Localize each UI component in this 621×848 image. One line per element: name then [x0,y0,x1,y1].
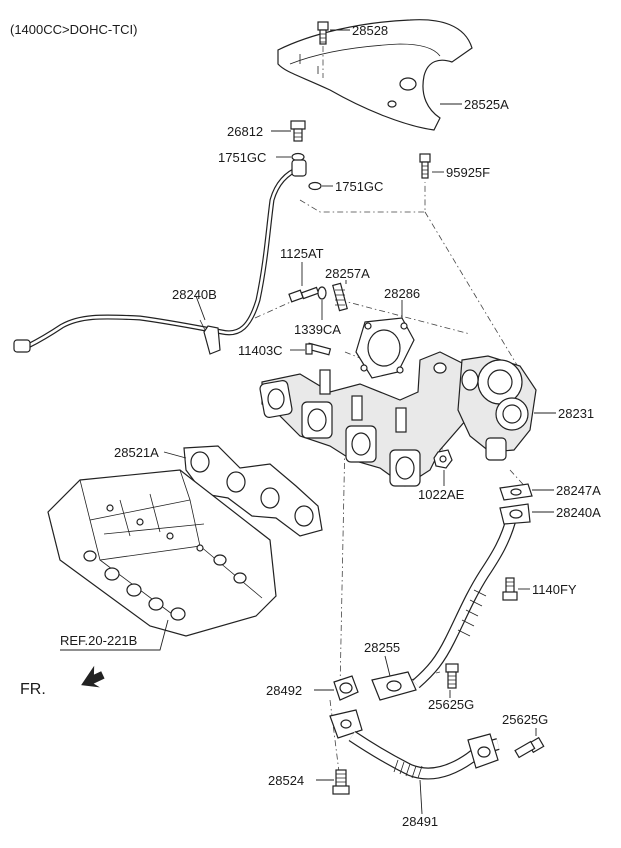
label-25625G-upper: 25625G [428,697,474,712]
oil-feed-pipe [13,159,307,355]
bolt-95925F [419,153,431,179]
label-25625G-lower: 25625G [502,712,548,727]
gasket-28247A [499,483,533,501]
label-1022AE: 1022AE [418,487,465,502]
label-26812: 26812 [227,124,263,139]
label-28257A: 28257A [325,266,370,281]
label-28255: 28255 [364,640,400,655]
stud-11403C [305,342,332,356]
label-28491: 28491 [402,814,438,829]
gasket-28286 [355,317,415,379]
gasket-28255 [371,671,417,701]
label-1751GC-upper: 1751GC [218,150,266,165]
gasket-28521A [183,445,323,537]
label-28247A: 28247A [556,483,601,498]
washer-1751GC-lower [308,181,322,191]
label-28528: 28528 [352,23,388,38]
label-1751GC-lower: 1751GC [335,179,383,194]
label-11403C: 11403C [238,343,283,358]
label-1339CA: 1339CA [294,322,341,337]
bolt-1140FY [502,577,518,601]
exhaust-manifold [259,351,469,487]
cylinder-head [47,469,277,637]
label-28524: 28524 [268,773,304,788]
label-28240B: 28240B [172,287,217,302]
label-28286: 28286 [384,286,420,301]
front-direction-label: FR. [20,681,46,698]
label-28231: 28231 [558,406,594,421]
engine-spec-header: (1400CC>DOHC-TCI) [10,22,138,37]
label-1125AT: 1125AT [280,246,324,261]
bolt-28528 [317,21,329,45]
heat-shield [277,19,473,131]
label-95925F: 95925F [446,165,490,180]
turbocharger [457,355,537,461]
pipe-28491 [329,709,500,780]
washer-1339CA [317,286,327,300]
bolt-25625G-upper [445,663,459,689]
ref-20-221B[interactable]: REF.20-221B [60,633,137,648]
gasket-28492 [333,675,359,701]
stud-28257A [332,282,348,312]
nut-1022AE [433,449,453,469]
label-1140FY: 1140FY [532,582,577,597]
oil-return-pipe [412,503,531,689]
front-arrow-icon [81,665,105,688]
bolt-26812 [290,120,306,142]
label-28240A: 28240A [556,505,601,520]
label-28492: 28492 [266,683,302,698]
bolt-28524 [332,769,350,795]
label-28521A: 28521A [114,445,159,460]
bolt-1125AT [288,286,320,303]
bolt-25625G-lower [514,736,545,759]
label-28525A: 28525A [464,97,509,112]
